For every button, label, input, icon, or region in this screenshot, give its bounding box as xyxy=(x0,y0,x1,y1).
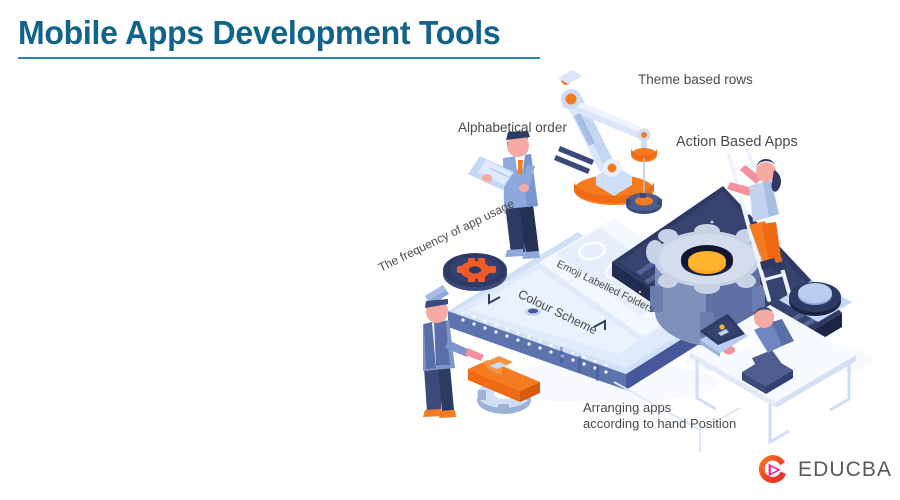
hanging-gear xyxy=(626,193,662,214)
page-title-block: Mobile Apps Development Tools xyxy=(18,14,540,59)
magnifier-gear xyxy=(457,258,496,282)
page-title: Mobile Apps Development Tools xyxy=(18,14,501,51)
educba-logo[interactable]: EDUCBA xyxy=(755,452,892,488)
woman-climbing-ladder xyxy=(727,158,787,272)
title-underline xyxy=(18,57,540,59)
label-arranging-apps-line1: Arranging apps xyxy=(583,400,672,415)
crane-hook-weight xyxy=(626,148,662,214)
person-at-desk-with-laptop xyxy=(690,305,856,445)
round-button-pad xyxy=(779,280,852,322)
label-action-based-apps: Action Based Apps xyxy=(676,134,798,150)
label-arranging-apps-line2: according to hand Position xyxy=(583,416,737,432)
magnifier-with-gear xyxy=(425,253,507,305)
businessman-with-blueprint xyxy=(468,131,540,259)
orange-wrench-on-gear xyxy=(468,356,540,414)
label-alphabetical-order: Alphabetical order xyxy=(458,120,567,135)
led-dot-band xyxy=(461,311,608,374)
educba-mark-icon xyxy=(758,455,786,484)
educba-logo-text: EDUCBA xyxy=(798,458,893,481)
folder-tile xyxy=(556,228,630,276)
floor-outline xyxy=(613,381,741,452)
label-theme-based-rows: Theme based rows xyxy=(638,72,753,87)
label-arranging-apps: Arranging apps according to hand Positio… xyxy=(583,400,736,433)
man-pointing xyxy=(423,299,484,418)
robot-crane-arm xyxy=(554,70,654,205)
big-gear-on-phone xyxy=(646,224,768,346)
